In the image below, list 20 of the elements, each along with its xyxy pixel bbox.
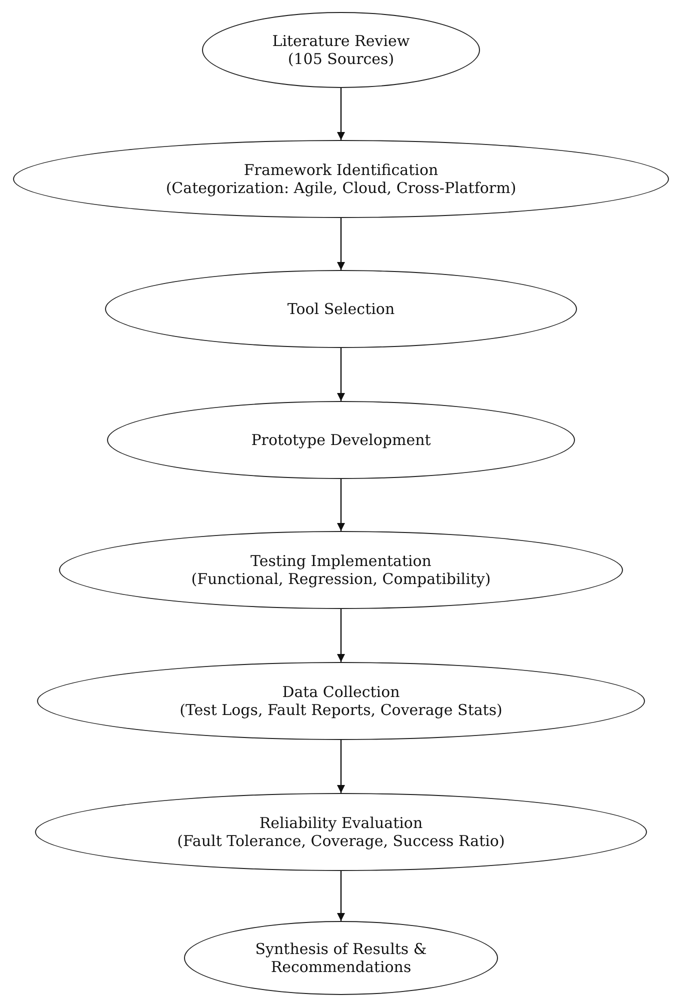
node-label: Synthesis of Results & Recommendations xyxy=(254,940,428,976)
arrow xyxy=(337,479,345,531)
arrow xyxy=(337,609,345,662)
node-label: Testing Implementation xyxy=(250,552,432,570)
node-label: (Test Logs, Fault Reports, Coverage Stats) xyxy=(180,701,502,719)
arrow xyxy=(337,740,345,793)
arrow xyxy=(337,871,345,921)
node-label: Tool Selection xyxy=(287,300,395,318)
node-label: (Categorization: Agile, Cloud, Cross-Platform) xyxy=(166,179,516,197)
node-label: Literature Review xyxy=(272,32,410,50)
node-label: (Functional, Regression, Compatibility) xyxy=(191,570,491,588)
node-label: Reliability Evaluation xyxy=(259,814,423,832)
node-label: Data Collection xyxy=(282,683,400,701)
node-label: Framework Identification xyxy=(244,161,438,179)
node-label: (105 Sources) xyxy=(288,50,394,68)
arrow xyxy=(337,88,345,140)
arrow xyxy=(337,218,345,270)
node-label: Prototype Development xyxy=(251,431,431,449)
node-label: (Fault Tolerance, Coverage, Success Ratio) xyxy=(177,832,505,850)
arrow xyxy=(337,348,345,401)
